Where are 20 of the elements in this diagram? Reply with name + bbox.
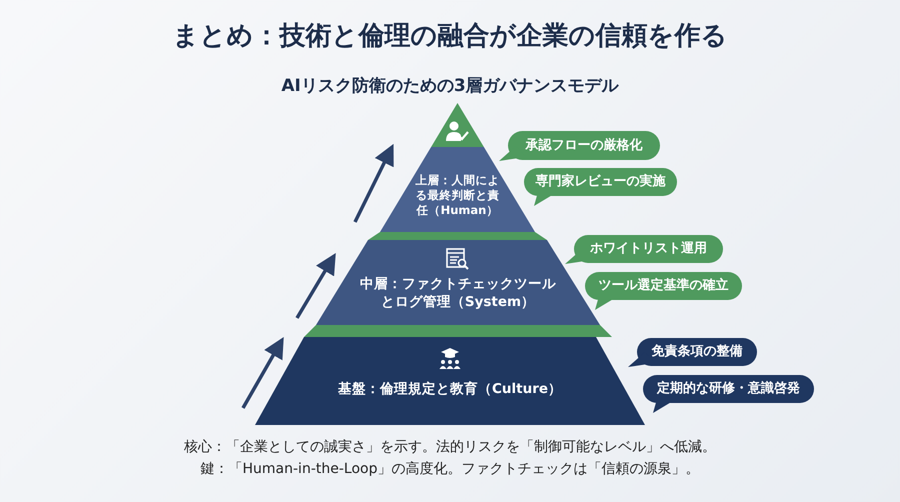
note-text: 鍵：「Human-in-the-Loop」の高度化。ファクトチェックは「信頼の源泉」。 [200,460,700,478]
tier-label: 中層：ファクトチェックツールとログ管理（System） [359,276,557,312]
bubble-text: 免責条項の整備 [650,344,744,360]
tier-label: 上層：人間による最終判断と責任（Human） [415,173,500,218]
speech-bubble [628,338,757,368]
speech-bubble [585,272,742,310]
bubble-text: 専門家レビューの実施 [534,174,666,190]
bubble-text: 承認フローの厳格化 [524,138,644,154]
speech-bubble [643,375,814,413]
speech-bubble [524,168,677,206]
subtitle: AIリスク防衛のための3層ガバナンスモデル [280,75,620,97]
pyramid-tier [255,337,645,425]
bubble-text: ツール選定基準の確立 [598,278,730,294]
bubble-text: 定期的な研修・意識啓発 [656,381,801,398]
note-text: 核心：「企業としての誠実さ」を示す。法的リスクを「制御可能なレベル」へ低減。 [183,438,717,456]
tier-label: 基盤：倫理規定と教育（Culture） [336,381,564,399]
bubble-text: ホワイトリスト運用 [589,241,708,258]
title: まとめ：技術と倫理の融合が企業の信頼を作る [172,20,728,53]
speech-bubble [565,235,723,265]
speech-bubble [499,131,660,162]
